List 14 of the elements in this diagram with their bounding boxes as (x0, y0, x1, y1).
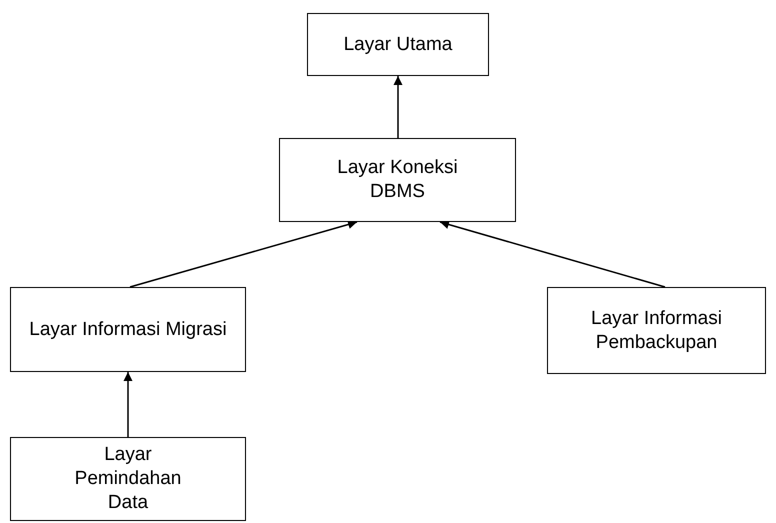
screen-box (307, 13, 489, 76)
arrow (130, 220, 358, 288)
arrow (394, 76, 402, 138)
screen-box (279, 138, 516, 222)
screen-box (10, 287, 246, 372)
screen-label: Layar Informasi Migrasi (29, 318, 227, 342)
arrow (124, 372, 132, 437)
arrow (440, 220, 666, 288)
screen-box (547, 287, 766, 374)
screen-label: Layar Pemindahan Data (74, 443, 182, 515)
screen-label: Layar Koneksi DBMS (336, 156, 459, 204)
screen-box (10, 437, 246, 521)
screen-label: Layar Informasi Pembackupan (590, 306, 723, 354)
screen-label: Layar Utama (344, 32, 452, 56)
